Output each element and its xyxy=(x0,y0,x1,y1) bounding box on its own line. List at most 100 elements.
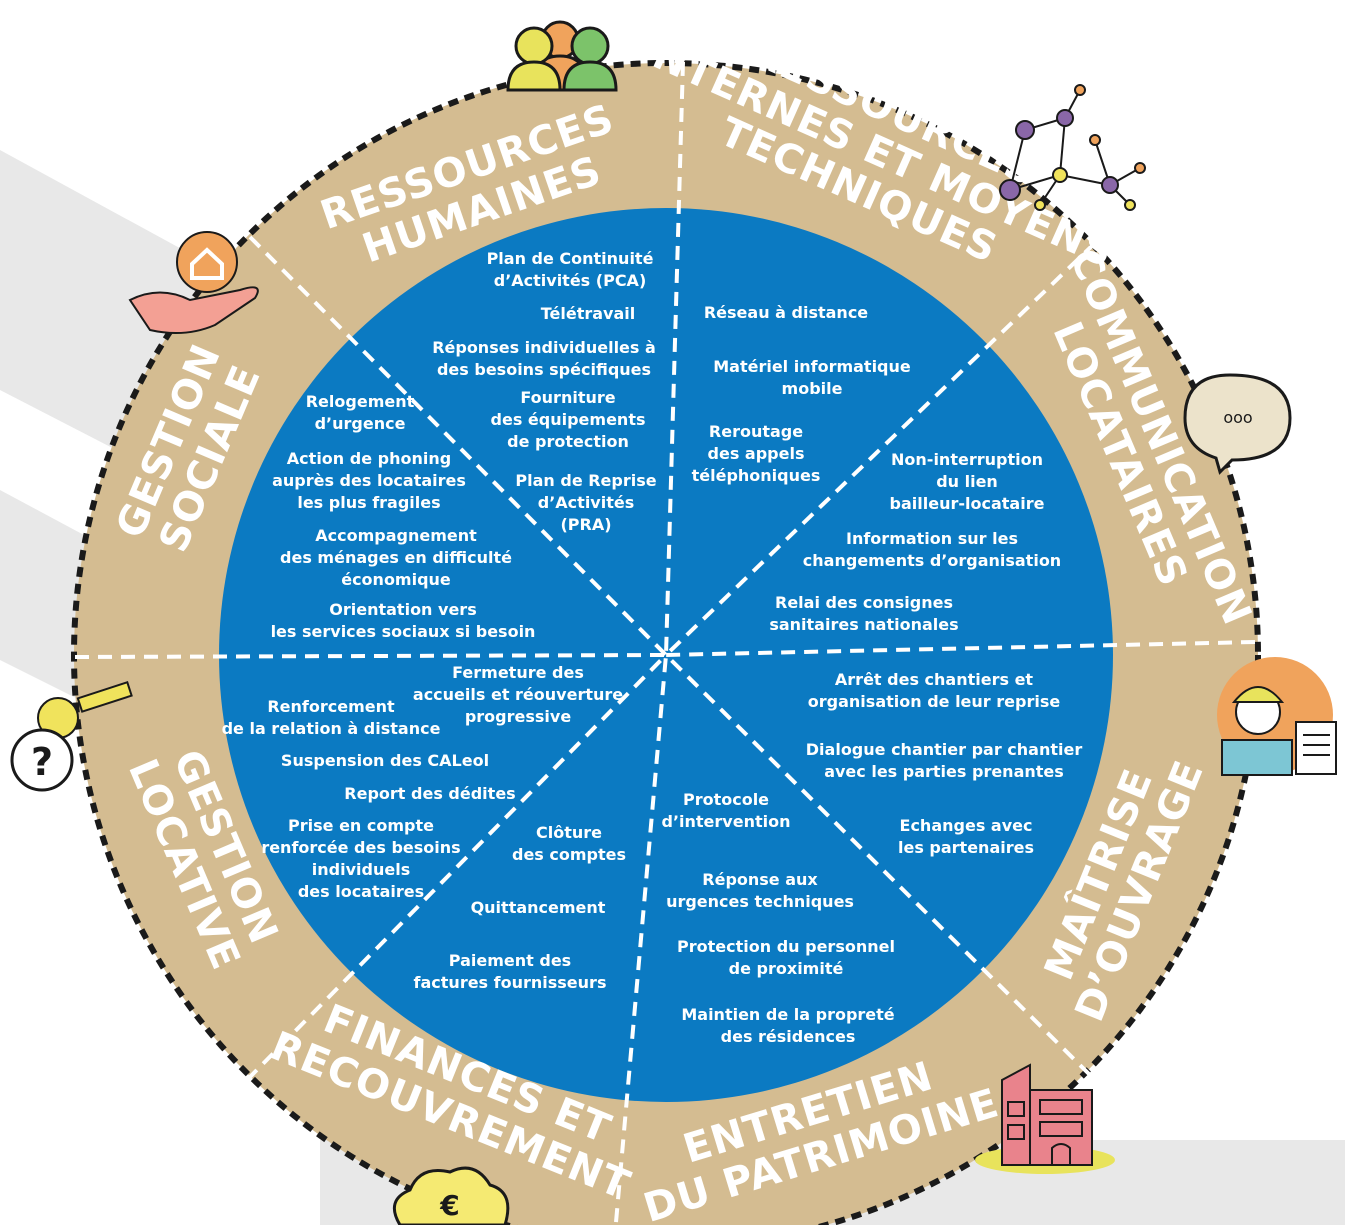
euro-cloud-icon: € xyxy=(392,1166,510,1227)
item-ressources-humaines-3: Fourniture des équipements de protection xyxy=(491,388,646,451)
item-line: individuels xyxy=(312,860,410,879)
item-line: d’intervention xyxy=(662,812,791,831)
item-line: renforcée des besoins xyxy=(261,838,460,857)
hand-house-icon xyxy=(128,231,259,334)
item-line: Clôture xyxy=(536,823,602,842)
item-line: Plan de Continuité xyxy=(487,249,654,268)
item-line: sanitaires nationales xyxy=(769,615,958,634)
item-line: Télétravail xyxy=(541,304,636,323)
item-gestion-locative-3: Report des dédites xyxy=(344,784,515,803)
item-line: Protection du personnel xyxy=(677,937,895,956)
item-line: avec les parties prenantes xyxy=(824,762,1064,781)
item-line: (PRA) xyxy=(560,515,611,534)
item-line: Fourniture xyxy=(520,388,615,407)
items-layer: Plan de Continuité d’Activités (PCA) Télét… xyxy=(222,249,1083,1046)
item-ressources-internes-0: Réseau à distance xyxy=(704,303,868,322)
item-line: Prise en compte xyxy=(288,816,434,835)
key-question-icon: ? xyxy=(10,681,133,792)
item-line: Réseau à distance xyxy=(704,303,868,322)
item-finances-recouvrement-0: Clôture des comptes xyxy=(512,823,626,864)
item-line: les plus fragiles xyxy=(297,493,440,512)
item-line: changements d’organisation xyxy=(803,551,1061,570)
item-line: organisation de leur reprise xyxy=(808,692,1061,711)
item-communication-locataires-0: Non-interruption du lien bailleur-locatair… xyxy=(890,450,1045,513)
item-line: urgences techniques xyxy=(666,892,854,911)
item-line: d’urgence xyxy=(315,414,406,433)
item-ressources-humaines-4: Plan de Reprise d’Activités (PRA) xyxy=(515,471,656,534)
people-group-icon xyxy=(506,20,618,92)
item-gestion-locative-1: Renforcement de la relation à distance xyxy=(222,697,441,738)
item-line: des équipements xyxy=(491,410,646,429)
euro-symbol: € xyxy=(439,1189,459,1222)
item-entretien-patrimoine-1: Réponse aux urgences techniques xyxy=(666,870,854,911)
item-line: du lien xyxy=(936,472,998,491)
item-line: Suspension des CALeol xyxy=(281,751,489,770)
item-entretien-patrimoine-2: Protection du personnel de proximité xyxy=(677,937,895,978)
question-symbol: ? xyxy=(31,740,53,784)
item-line: Accompagnement xyxy=(315,526,477,545)
building-icon xyxy=(975,1063,1115,1174)
item-line: Dialogue chantier par chantier xyxy=(806,740,1083,759)
construction-worker-icon xyxy=(1217,657,1337,776)
item-line: des ménages en difficulté xyxy=(280,548,512,567)
outer-ring-border xyxy=(71,60,1261,1229)
item-line: Echanges avec xyxy=(900,816,1033,835)
item-line: factures fournisseurs xyxy=(414,973,607,992)
item-line: Reroutage xyxy=(709,422,803,441)
item-gestion-sociale-0: Relogement d’urgence xyxy=(306,392,415,433)
item-line: de la relation à distance xyxy=(222,719,441,738)
item-line: Non-interruption xyxy=(891,450,1043,469)
item-line: téléphoniques xyxy=(692,466,821,485)
item-line: Renforcement xyxy=(267,697,395,716)
item-line: Réponse aux xyxy=(702,870,818,889)
item-ressources-humaines-1: Télétravail xyxy=(541,304,636,323)
item-line: les partenaires xyxy=(898,838,1034,857)
item-line: Réponses individuelles à xyxy=(432,338,656,357)
item-maitrise-ouvrage-1: Dialogue chantier par chantier avec les p… xyxy=(806,740,1083,781)
item-line: d’Activités xyxy=(538,493,634,512)
item-line: Action de phoning xyxy=(287,449,451,468)
item-line: de proximité xyxy=(729,959,844,978)
item-line: Paiement des xyxy=(449,951,571,970)
item-finances-recouvrement-1: Quittancement xyxy=(471,898,606,917)
item-gestion-locative-4: Prise en compte renforcée des besoins indi… xyxy=(261,816,460,901)
item-line: Orientation vers xyxy=(329,600,476,619)
item-communication-locataires-2: Relai des consignes sanitaires nationales xyxy=(769,593,958,634)
item-communication-locataires-1: Information sur les changements d’organis… xyxy=(803,529,1061,570)
item-line: des résidences xyxy=(721,1027,856,1046)
item-line: Arrêt des chantiers et xyxy=(835,670,1034,689)
item-line: Information sur les xyxy=(846,529,1018,548)
item-maitrise-ouvrage-0: Arrêt des chantiers et organisation de le… xyxy=(808,670,1061,711)
item-gestion-sociale-3: Orientation vers les services sociaux si … xyxy=(271,600,536,641)
item-line: de protection xyxy=(507,432,629,451)
item-gestion-sociale-2: Accompagnement des ménages en difficulté é… xyxy=(280,526,512,589)
item-line: accueils et réouverture xyxy=(413,685,623,704)
item-line: des comptes xyxy=(512,845,626,864)
item-line: Matériel informatique xyxy=(713,357,911,376)
sector-dividers xyxy=(74,61,1256,1229)
item-line: Plan de Reprise xyxy=(515,471,656,490)
item-line: bailleur-locataire xyxy=(890,494,1045,513)
item-line: progressive xyxy=(465,707,571,726)
item-line: mobile xyxy=(782,379,843,398)
item-ressources-internes-1: Matériel informatique mobile xyxy=(713,357,911,398)
network-nodes-icon xyxy=(999,84,1146,211)
item-line: Relogement xyxy=(306,392,415,411)
item-line: Report des dédites xyxy=(344,784,515,803)
item-finances-recouvrement-2: Paiement des factures fournisseurs xyxy=(414,951,607,992)
item-line: les services sociaux si besoin xyxy=(271,622,536,641)
item-ressources-internes-2: Reroutage des appels téléphoniques xyxy=(692,422,821,485)
item-line: Fermeture des xyxy=(452,663,584,682)
item-line: Relai des consignes xyxy=(775,593,953,612)
item-line: économique xyxy=(341,570,451,589)
item-line: des locataires xyxy=(298,882,424,901)
item-line: Quittancement xyxy=(471,898,606,917)
item-line: des appels xyxy=(708,444,805,463)
item-line: d’Activités (PCA) xyxy=(494,271,647,290)
item-ressources-humaines-0: Plan de Continuité d’Activités (PCA) xyxy=(487,249,654,290)
item-gestion-locative-0: Fermeture des accueils et réouverture prog… xyxy=(413,663,623,726)
